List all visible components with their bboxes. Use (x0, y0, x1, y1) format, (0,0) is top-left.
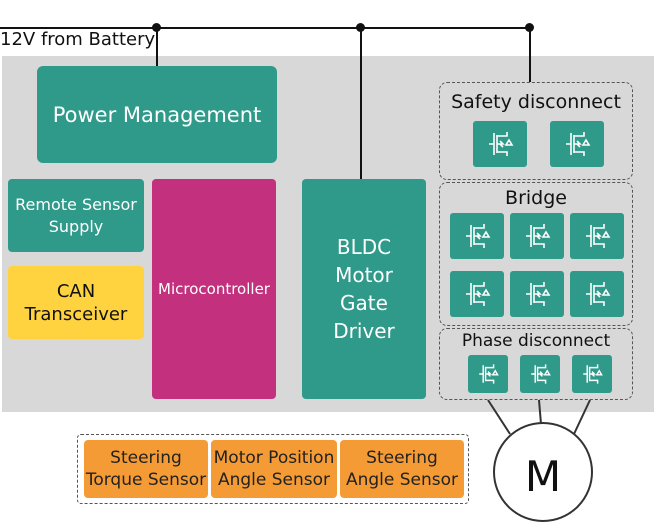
steering-angle-sensor-label: Steering Angle Sensor (345, 448, 459, 490)
motor-position-angle-sensor-label: Motor Position Angle Sensor (213, 448, 335, 490)
mosfet-icon (468, 355, 508, 393)
mosfet-icon (450, 271, 504, 317)
bldc-gate-driver-label: BLDC Motor Gate Driver (333, 235, 395, 343)
bridge-title: Bridge (505, 187, 567, 209)
can-transceiver-label: CAN Transceiver (24, 280, 128, 325)
mosfet-icon (572, 355, 612, 393)
microcontroller-block: Microcontroller (152, 179, 276, 399)
safety-disconnect-group: Safety disconnect (439, 82, 633, 180)
can-transceiver-block: CAN Transceiver (8, 266, 144, 339)
mosfet-icon (473, 121, 527, 167)
bldc-gate-driver-block: BLDC Motor Gate Driver (302, 179, 426, 399)
battery-supply-label: 12V from Battery (0, 29, 156, 50)
power-management-block: Power Management (37, 66, 277, 163)
microcontroller-label: Microcontroller (158, 280, 270, 298)
steering-torque-sensor-block: Steering Torque Sensor (84, 440, 208, 498)
remote-sensor-supply-block: Remote Sensor Supply (8, 179, 144, 252)
steering-torque-sensor-label: Steering Torque Sensor (85, 448, 207, 490)
mosfet-icon (520, 355, 560, 393)
motor-symbol: M (493, 422, 593, 522)
junction-dot (152, 23, 161, 32)
mosfet-icon (450, 213, 504, 259)
mosfet-icon (570, 213, 624, 259)
mosfet-icon (510, 271, 564, 317)
supply-rail-wire (0, 27, 532, 29)
mosfet-icon (510, 213, 564, 259)
power-management-feed-wire (156, 28, 158, 66)
remote-sensor-supply-label: Remote Sensor Supply (15, 194, 137, 236)
safety-disconnect-feed-wire (529, 28, 531, 82)
junction-dot (356, 23, 365, 32)
sensors-group (77, 434, 469, 504)
bridge-group: Bridge (439, 182, 633, 326)
mosfet-icon (570, 271, 624, 317)
gate-driver-feed-wire (360, 28, 362, 180)
phase-disconnect-group: Phase disconnect (439, 328, 633, 400)
junction-dot (525, 23, 534, 32)
motor-label: M (524, 452, 562, 501)
safety-disconnect-title: Safety disconnect (451, 91, 621, 113)
phase-disconnect-title: Phase disconnect (461, 331, 611, 351)
motor-position-angle-sensor-block: Motor Position Angle Sensor (211, 440, 337, 498)
steering-angle-sensor-block: Steering Angle Sensor (340, 440, 464, 498)
mosfet-icon (550, 121, 604, 167)
power-management-label: Power Management (52, 102, 262, 127)
